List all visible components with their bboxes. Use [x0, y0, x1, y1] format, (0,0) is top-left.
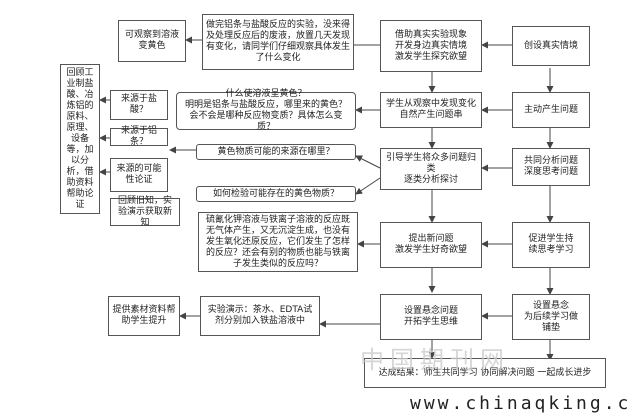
- step-generate-questions: 主动产生问题: [512, 92, 590, 128]
- center-observe-changes: 学生从观察中发现变化 自然产生问题串: [380, 92, 482, 128]
- left-materials: 提供素材资料帮助学生提升: [108, 296, 180, 336]
- left-review-industry: 回顾工业制盐酸、冶炼铝的原料、原理、设备等，加以分析，借助资料帮助论证: [60, 64, 100, 214]
- center-real-experiment: 借助真实实验现象 开发身边真实情境 激发学生探究欲望: [380, 20, 482, 72]
- left-other-source: 来源的可能性论证: [110, 158, 168, 192]
- center-classify-questions: 引导学生将众多问题归类 逐类分析探讨: [380, 148, 482, 190]
- step-continue-thinking: 促进学生持 续思考学习: [512, 222, 590, 268]
- desc-questions: 什么使溶液呈黄色？ 明明是铝条与盐酸反应，哪里来的黄色？ 会不会是哪种反应物变质…: [176, 89, 356, 132]
- left-src-hcl: 来源于盐酸？: [110, 90, 168, 120]
- desc-demo: 实验演示：茶水、EDTA试剂分别加入铁盐溶液中: [200, 296, 320, 336]
- desc-new-question: 硫氰化钾溶液与铁离子溶液的反应既无气体产生，又无沉淀生成，也没有发生氧化还原反应…: [198, 212, 358, 272]
- center-new-question: 提出新问题 激发学生好奇欲望: [380, 222, 482, 268]
- result-box: 达成结果：师生共同学习 协同解决问题 一起成长进步: [364, 358, 606, 388]
- step-set-suspense: 设置悬念 为后续学习做 铺垫: [512, 294, 590, 340]
- desc-how-verify: 如何检验可能存在的黄色物质？: [196, 186, 356, 202]
- watermark-cn: 中国期刊网: [360, 346, 510, 374]
- step-analyze-questions: 共同分析问题 深度思考问题: [512, 148, 590, 186]
- watermark-url: www.chinaqking.com: [410, 393, 632, 414]
- center-suspense-question: 设置悬念问题 开拓学生思维: [380, 294, 482, 340]
- step-create-situation: 创设真实情境: [512, 26, 590, 66]
- desc-yellow-source: 黄色物质可能的来源在哪里？: [196, 144, 356, 160]
- left-src-al: 来源于铝条？: [110, 126, 168, 147]
- left-observe-yellow: 可观察到溶液变黄色: [118, 20, 186, 62]
- left-review-exp: 回顾旧知，实验演示获取新知: [110, 196, 180, 228]
- desc-experiment: 做完铝条与盐酸反应的实验，没来得及处理反应后的废液，放置几天发现有变化，请同学们…: [202, 14, 354, 70]
